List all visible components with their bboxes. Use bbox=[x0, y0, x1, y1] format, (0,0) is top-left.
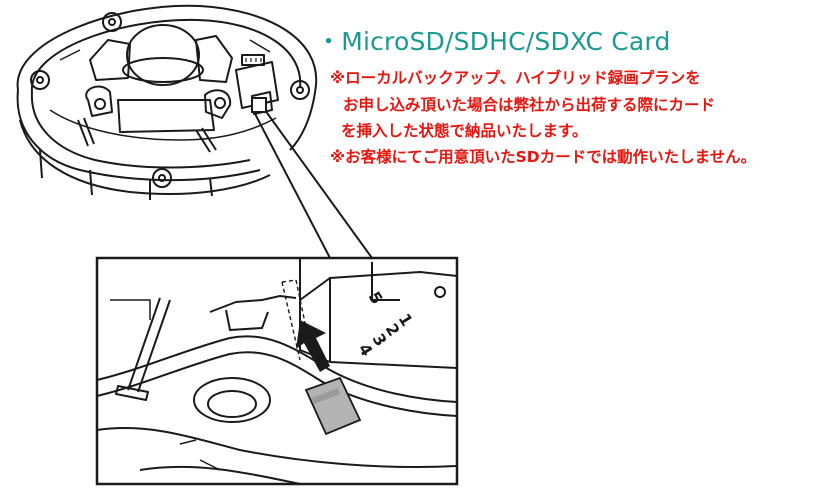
insert-arrow-icon bbox=[296, 320, 330, 372]
note-line: ※ローカルバックアップ、ハイブリッド録画プランを bbox=[330, 69, 701, 87]
callout-lines bbox=[251, 97, 373, 259]
card-type-title: ・MicroSD/SDHC/SDXC Card bbox=[316, 27, 671, 56]
camera-body bbox=[16, 4, 318, 200]
microsd-card bbox=[304, 376, 362, 436]
detail-view: 1 2 3 4 5 bbox=[95, 256, 459, 486]
note-line: を挿入した状態で納品いたします。 bbox=[341, 122, 588, 140]
note-line: ※お客様にてご用意頂いたSDカードでは動作いたしません。 bbox=[330, 148, 757, 166]
note-line: お申し込み頂いた場合は弊社から出荷する際にカード bbox=[343, 96, 716, 114]
